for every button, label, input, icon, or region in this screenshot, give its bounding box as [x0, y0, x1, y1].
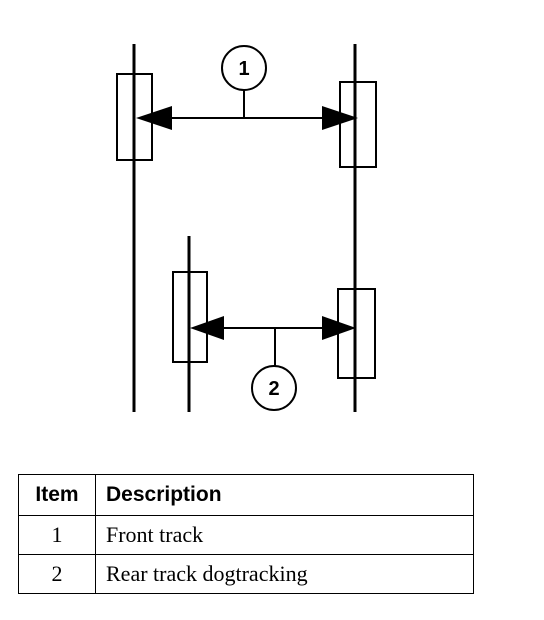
legend-table: Item Description 1 Front track 2 Rear tr…	[18, 474, 474, 594]
row-1-item: 1	[18, 515, 96, 555]
front-track-arrow	[136, 106, 358, 130]
callout-1: 1	[221, 45, 267, 118]
table-row: 2 Rear track dogtracking	[18, 554, 474, 594]
table-header-row: Item Description	[18, 474, 474, 516]
callout-1-label: 1	[238, 58, 249, 80]
table-row: 1 Front track	[18, 515, 474, 555]
rear-track-arrow	[190, 316, 356, 340]
callout-2: 2	[251, 328, 297, 411]
row-2-description: Rear track dogtracking	[95, 554, 474, 594]
header-item: Item	[18, 474, 96, 516]
header-description: Description	[95, 474, 474, 516]
callout-2-label: 2	[268, 378, 279, 400]
row-1-description: Front track	[95, 515, 474, 555]
row-2-item: 2	[18, 554, 96, 594]
front-right-wheel	[339, 81, 377, 168]
track-diagram: 1 2	[116, 44, 377, 412]
